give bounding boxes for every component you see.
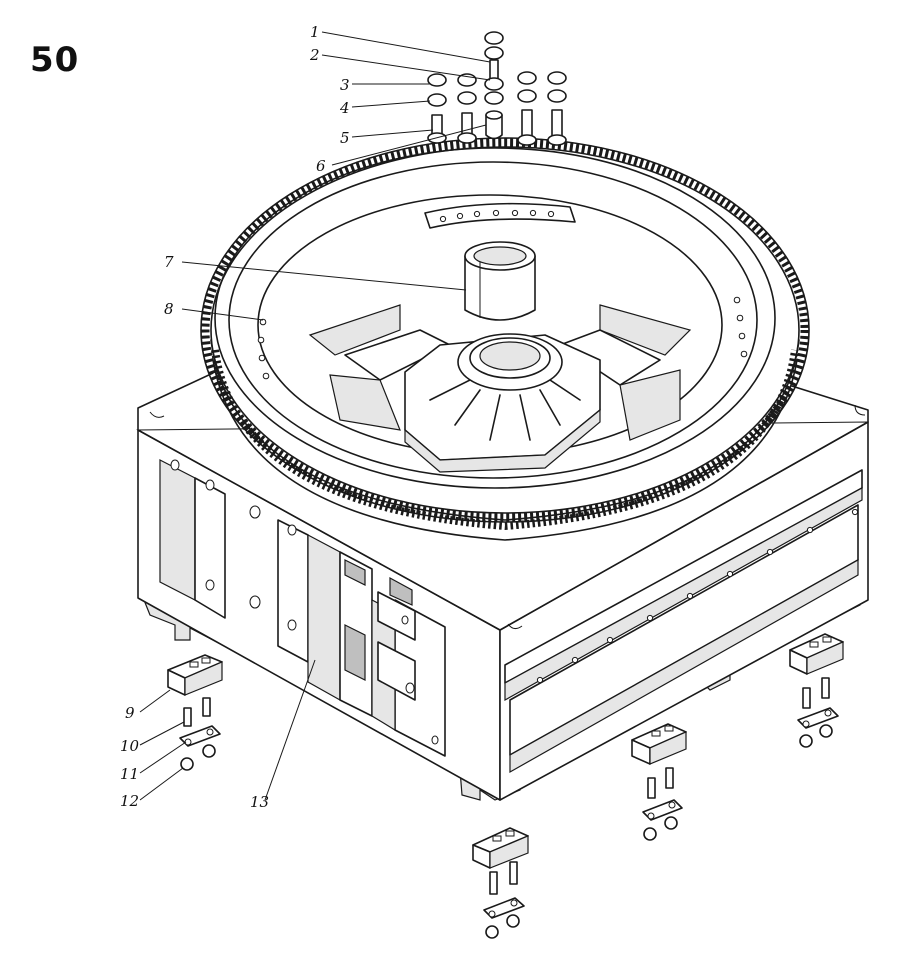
callout-5: 5 — [340, 129, 350, 147]
callout-11: 11 — [120, 765, 139, 783]
ring-gear — [200, 137, 810, 541]
callout-13: 13 — [250, 793, 269, 811]
callout-6: 6 — [316, 157, 326, 175]
fastener-stacks — [427, 31, 567, 146]
callout-labels: 1 2 3 4 5 6 7 8 9 10 11 12 13 — [120, 23, 350, 811]
fastener-stack-c — [484, 31, 504, 140]
page-number: 50 — [30, 40, 80, 80]
callout-9: 9 — [125, 704, 135, 722]
callout-1: 1 — [310, 23, 320, 41]
mounting-set-front — [472, 827, 529, 939]
mounting-set-middle — [631, 723, 687, 841]
fastener-stack-e — [547, 71, 567, 146]
leader-lines — [139, 31, 491, 801]
callout-7: 7 — [164, 253, 174, 271]
mounting-set-right — [789, 633, 844, 748]
callout-4: 4 — [339, 99, 350, 117]
mounting-set-left — [167, 654, 223, 771]
fastener-stack-a — [427, 73, 447, 144]
center-pin — [464, 241, 536, 321]
callout-12: 12 — [120, 792, 139, 810]
callout-8: 8 — [164, 300, 174, 318]
fastener-stack-b — [457, 73, 477, 144]
callout-3: 3 — [340, 76, 350, 94]
callout-10: 10 — [120, 737, 140, 755]
callout-2: 2 — [309, 46, 320, 64]
fastener-stack-d — [517, 71, 537, 146]
